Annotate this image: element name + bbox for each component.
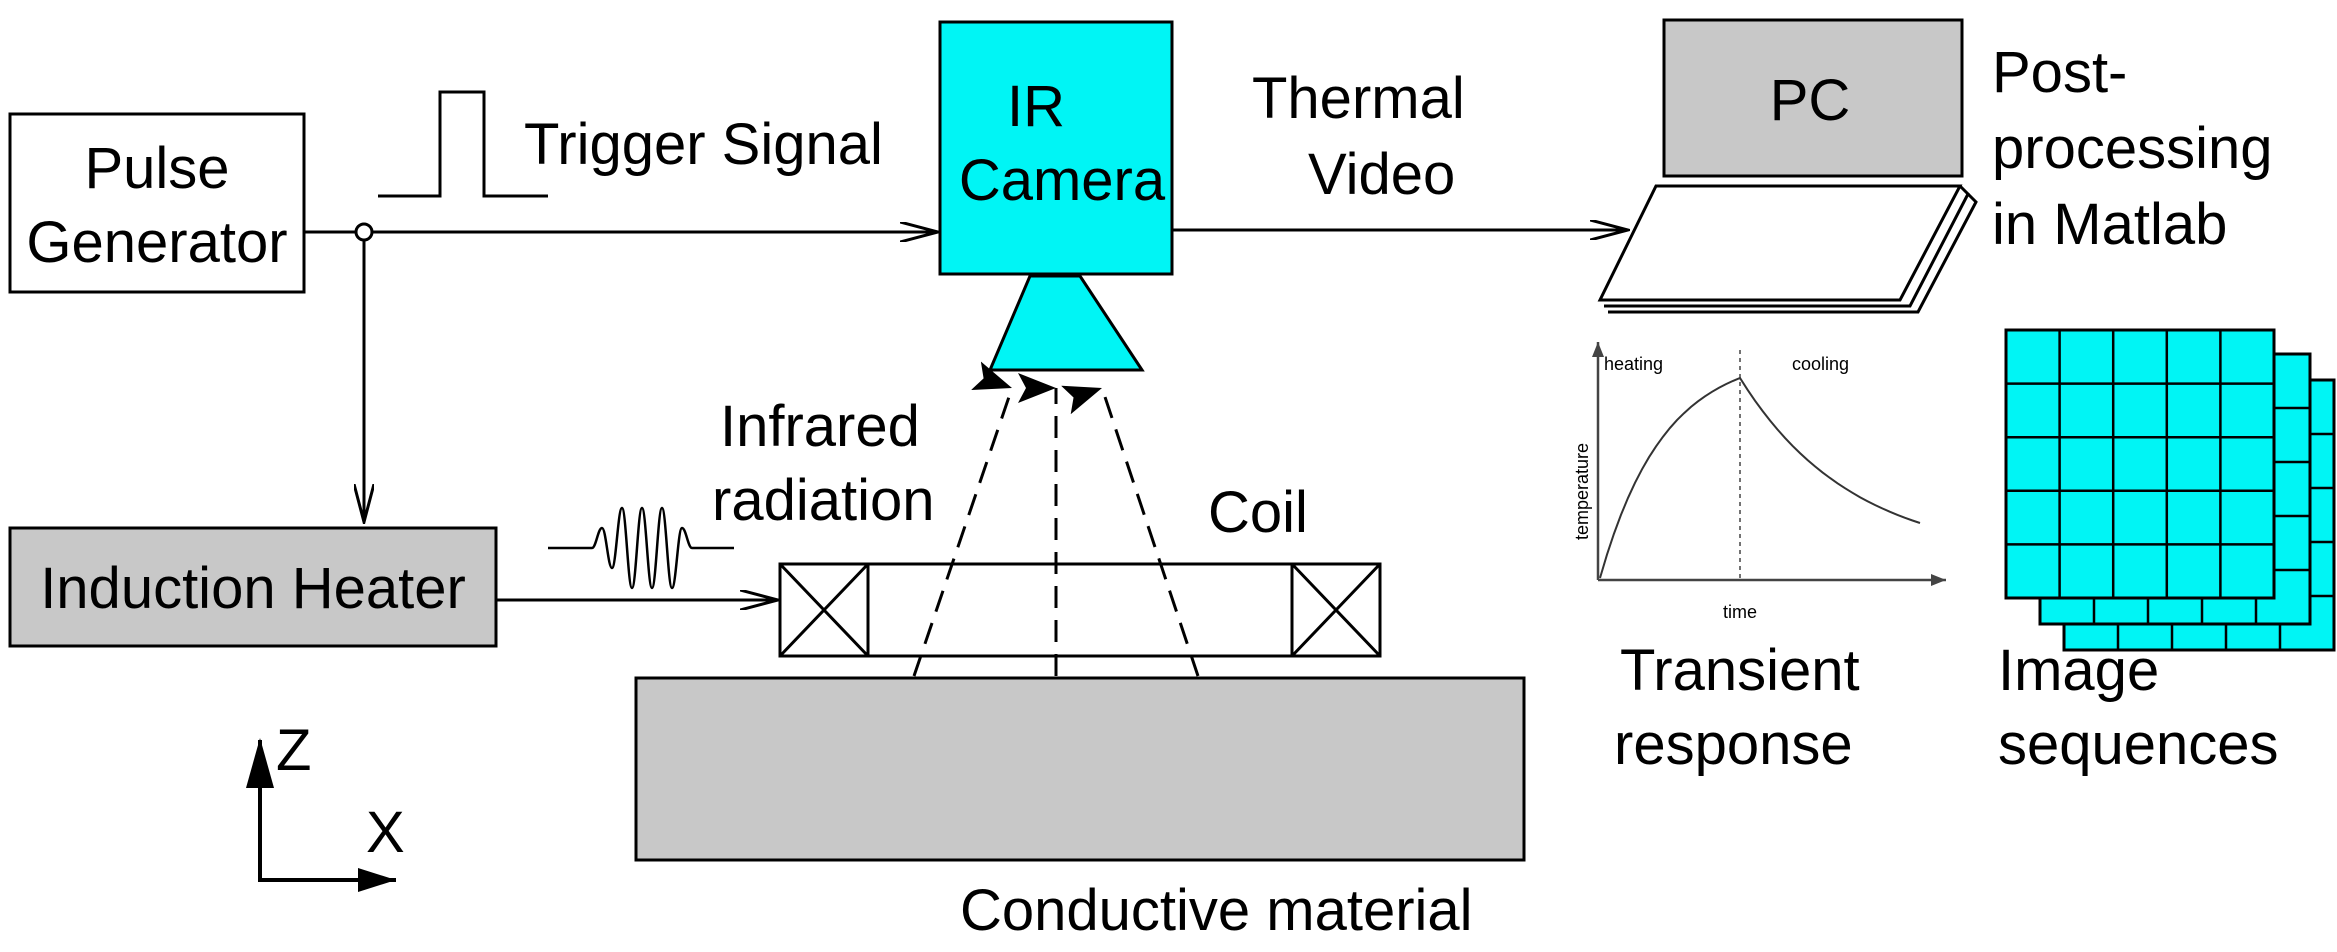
pc-screen: [1662, 18, 1964, 178]
cooling-label: cooling: [1792, 354, 1849, 374]
time-axis-label: time: [1723, 602, 1757, 622]
post-processing-label-line1: Post-: [1992, 40, 2127, 105]
transient-response-plot: heating cooling temperature time: [1572, 342, 1946, 622]
coordinate-axes: Z X: [246, 718, 405, 892]
coil: [778, 562, 1382, 658]
transient-response-label-line1: Transient: [1620, 638, 1860, 703]
pulse-generator-label-line1: Pulse: [84, 136, 229, 201]
transient-response-label-line2: response: [1614, 712, 1853, 777]
ir-camera-label-line1: IR: [1007, 74, 1065, 139]
x-axis-label: X: [366, 800, 405, 865]
trigger-signal-label: Trigger Signal: [524, 112, 883, 177]
induction-heater-label: Induction Heater: [40, 556, 466, 621]
conductive-material-label: Conductive material: [960, 878, 1473, 943]
pulse-generator-block: Pulse Generator: [8, 112, 306, 294]
pulse-generator-label-line2: Generator: [26, 210, 287, 275]
junction-node: [354, 222, 374, 242]
ir-camera-label-line2: Camera: [959, 148, 1166, 213]
ir-camera: IR Camera: [938, 20, 1174, 372]
laptop-icon: PC: [1597, 18, 1978, 314]
infrared-radiation-arrows: [912, 361, 1200, 677]
induction-heater-block: Induction Heater: [8, 526, 498, 648]
image-frame-1: [2004, 328, 2276, 600]
image-sequences-label-line2: sequences: [1998, 712, 2279, 777]
square-pulse-icon: [378, 90, 548, 198]
pc-keyboard: [1597, 184, 1963, 302]
image-sequences-label-line1: Image: [1998, 638, 2159, 703]
heating-label: heating: [1604, 354, 1663, 374]
conductive-material-block: [634, 676, 1526, 862]
ir-camera-lens: [987, 274, 1145, 372]
z-axis-label: Z: [276, 718, 311, 783]
pc-label: PC: [1770, 68, 1851, 133]
sine-burst-icon: [548, 506, 694, 590]
thermal-video-label-line1: Thermal: [1252, 66, 1465, 131]
infrared-radiation-label-line2: radiation: [712, 468, 934, 533]
thermal-video-label-line2: Video: [1308, 142, 1455, 207]
post-processing-label-line3: in Matlab: [1992, 192, 2227, 257]
temperature-axis-label: temperature: [1572, 443, 1592, 540]
temperature-curve: [1599, 376, 1921, 579]
post-processing-label-line2: processing: [1992, 116, 2272, 181]
ir-camera-body: [938, 20, 1174, 276]
infrared-radiation-label-line1: Infrared: [720, 394, 920, 459]
coil-label: Coil: [1208, 480, 1308, 545]
image-sequence-stack: [2004, 328, 2336, 652]
